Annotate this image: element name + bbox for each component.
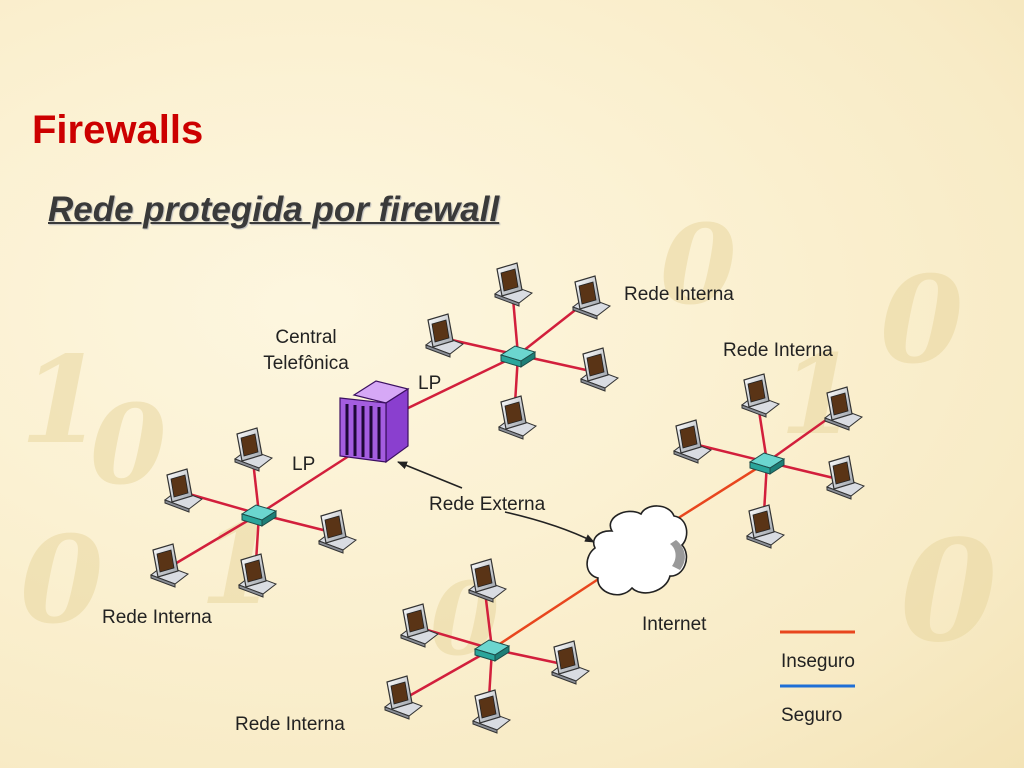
central-label-line1: Central — [275, 327, 336, 348]
background-digit-decoration: 0 — [880, 250, 964, 391]
lp-label-top: LP — [418, 373, 441, 394]
computer-icon — [234, 427, 273, 472]
top-network-links — [403, 286, 596, 421]
legend-insecure-label: Inseguro — [781, 651, 855, 672]
slide-subtitle: Rede protegida por firewall — [48, 190, 500, 229]
computer-icon — [150, 543, 189, 588]
legend-secure-label: Seguro — [781, 705, 842, 726]
internal-network-label-left: Rede Interna — [102, 607, 212, 628]
computer-icon — [580, 347, 619, 392]
lp-label-left: LP — [292, 454, 315, 475]
internal-network-label-right: Rede Interna — [723, 340, 833, 361]
external-network-label: Rede Externa — [429, 494, 546, 515]
internal-network-label-bottom: Rede Interna — [235, 714, 345, 735]
computer-icon — [384, 675, 423, 720]
hub-icon — [500, 345, 536, 368]
background-digit-decoration: 0 — [900, 510, 998, 674]
internal-network-label-top: Rede Interna — [624, 284, 734, 305]
background-digit-decoration: 0 — [660, 200, 737, 329]
hub-icon — [474, 639, 510, 662]
computer-icon — [164, 468, 203, 513]
internet-label: Internet — [642, 614, 707, 635]
legend: Inseguro Seguro — [780, 630, 855, 726]
computer-icon — [673, 419, 712, 464]
computer-icon — [472, 689, 511, 734]
computer-icon — [572, 275, 611, 320]
background-digit-decoration: 0 — [90, 380, 167, 509]
computer-icon — [746, 504, 785, 549]
computer-icon — [238, 553, 277, 598]
hub-icon — [241, 504, 277, 527]
computer-icon — [826, 455, 865, 500]
computer-icon — [498, 395, 537, 440]
background-digit-decoration: 1 — [20, 330, 104, 471]
central-label-line2: Telefônica — [263, 353, 349, 374]
computer-icon — [400, 603, 439, 648]
computer-icon — [551, 640, 590, 685]
telephone-central-icon — [339, 380, 410, 464]
slide-title: Firewalls — [32, 108, 204, 152]
computer-icon — [741, 373, 780, 418]
insecure-links — [491, 460, 768, 651]
computer-icon — [824, 386, 863, 431]
external-network-arrows — [397, 461, 595, 543]
background-digit-decoration: 0 — [20, 510, 104, 651]
computer-icon — [425, 313, 464, 358]
cloud-icon — [586, 505, 688, 596]
computer-icon — [494, 262, 533, 307]
computer-icon — [468, 558, 507, 603]
computer-icon — [318, 509, 357, 554]
